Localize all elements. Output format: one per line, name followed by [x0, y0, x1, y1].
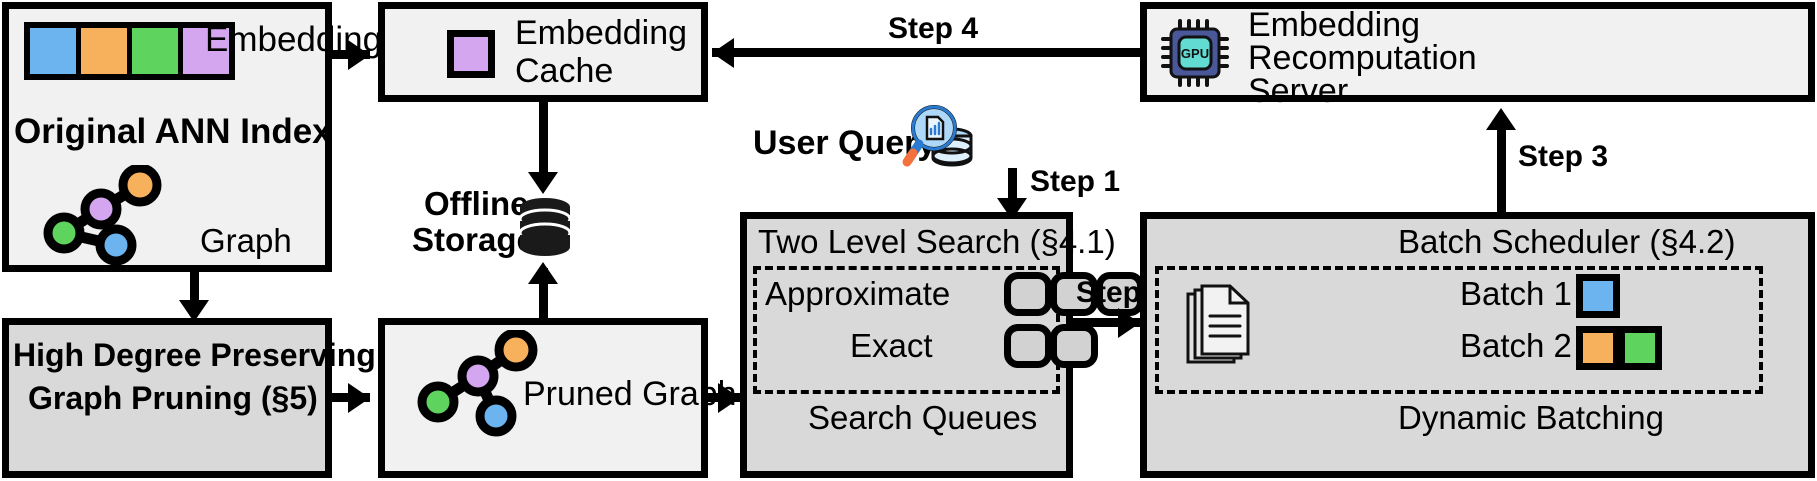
- arrow-step4-line: [712, 48, 1140, 57]
- node-purple: [80, 188, 122, 230]
- exact-tile-0[interactable]: [1004, 324, 1052, 368]
- arrow-step3-line: [1497, 130, 1506, 218]
- embedding-swatch-3: [183, 28, 229, 74]
- svg-text:GPU: GPU: [1181, 46, 1209, 61]
- two-level-search-title: Two Level Search (§4.1): [758, 223, 1116, 260]
- documents-stack-icon: [1182, 284, 1254, 370]
- embedding-cache-swatch-icon: [447, 30, 495, 78]
- embedding-swatch-strip: [24, 22, 235, 80]
- batch-scheduler-title: Batch Scheduler (§4.2): [1398, 223, 1736, 260]
- node-blue: [95, 224, 137, 265]
- original-ann-index-title: Original ANN Index: [14, 112, 332, 151]
- arrow-step2-line: [1073, 318, 1141, 327]
- arrow-index-to-pruning-head: [179, 300, 209, 322]
- embedding-swatch-2: [132, 28, 183, 74]
- step1-label: Step 1: [1030, 165, 1121, 198]
- search-row-exact-label: Exact: [850, 327, 933, 364]
- recomputation-server-title-line2: Recomputation: [1248, 39, 1477, 77]
- arrow-pruned-to-storage-head: [528, 262, 558, 284]
- arrow-cache-to-storage-line: [539, 102, 548, 182]
- arrow-step1-line: [1008, 168, 1017, 212]
- search-queues-footer: Search Queues: [808, 399, 1038, 436]
- recomputation-server-title-line3: Server: [1248, 72, 1349, 110]
- embedding-swatch-0: [30, 28, 81, 74]
- arrow-index-to-cache-head: [348, 40, 370, 70]
- arrow-step4-head: [712, 38, 734, 68]
- arrow-pruned-to-search-head: [718, 383, 740, 413]
- offline-storage-label-line2: Storage: [412, 221, 535, 258]
- batch-2-swatch-0: [1576, 326, 1620, 370]
- search-row-approximate-label: Approximate: [765, 275, 951, 312]
- recomputation-server-box[interactable]: [1140, 2, 1815, 102]
- recomputation-server-title-line1: Embedding: [1248, 6, 1421, 44]
- database-cylinder-icon: [516, 196, 574, 258]
- embedding-cache-title-line2: Cache: [515, 52, 614, 90]
- step4-label: Step 4: [888, 12, 979, 45]
- step3-label: Step 3: [1518, 140, 1609, 173]
- arrow-pruning-to-pruned-head: [348, 383, 370, 413]
- batch-2-swatch-1: [1618, 326, 1662, 370]
- dynamic-batching-footer: Dynamic Batching: [1398, 399, 1664, 436]
- node-orange: [118, 165, 162, 207]
- graph-pruning-line1: High Degree Preserving: [13, 337, 376, 373]
- query-magnifier-database-icon: [900, 104, 980, 180]
- graph-label: Graph: [200, 222, 292, 259]
- pruned-graph-label: Pruned Graph: [523, 375, 737, 413]
- pruned-graph-nodes: [408, 330, 548, 440]
- exact-tile-1[interactable]: [1050, 324, 1098, 368]
- node-purple: [457, 355, 499, 397]
- dynamic-batching-dashed-region: [1155, 266, 1763, 394]
- original-index-graph: [34, 165, 174, 265]
- arrow-cache-to-storage-head: [528, 172, 558, 194]
- approximate-tile-1[interactable]: [1050, 272, 1098, 316]
- approximate-tile-0[interactable]: [1004, 272, 1052, 316]
- arrow-index-to-pruning-line: [190, 272, 199, 314]
- node-green: [417, 381, 459, 423]
- arrow-step3-head: [1486, 108, 1516, 130]
- embedding-swatch-1: [81, 28, 132, 74]
- batch-scheduler-box[interactable]: [1140, 212, 1815, 478]
- batch-1-swatch-0: [1576, 274, 1620, 318]
- node-blue: [475, 395, 517, 437]
- gpu-chip-icon: GPU: [1160, 18, 1230, 88]
- batch-1-label: Batch 1: [1460, 275, 1572, 312]
- graph-pruning-line2: Graph Pruning (§5): [28, 380, 318, 416]
- node-green: [43, 212, 85, 254]
- arrow-pruned-to-storage-line: [539, 268, 548, 320]
- arrow-step2-head: [1118, 308, 1140, 338]
- embedding-cache-box[interactable]: [378, 2, 708, 102]
- embedding-cache-title-line1: Embedding: [515, 14, 688, 52]
- node-orange: [494, 330, 538, 372]
- offline-storage-label-line1: Offline: [424, 185, 529, 222]
- batch-2-label: Batch 2: [1460, 327, 1572, 364]
- graph-pruning-box[interactable]: [2, 318, 332, 478]
